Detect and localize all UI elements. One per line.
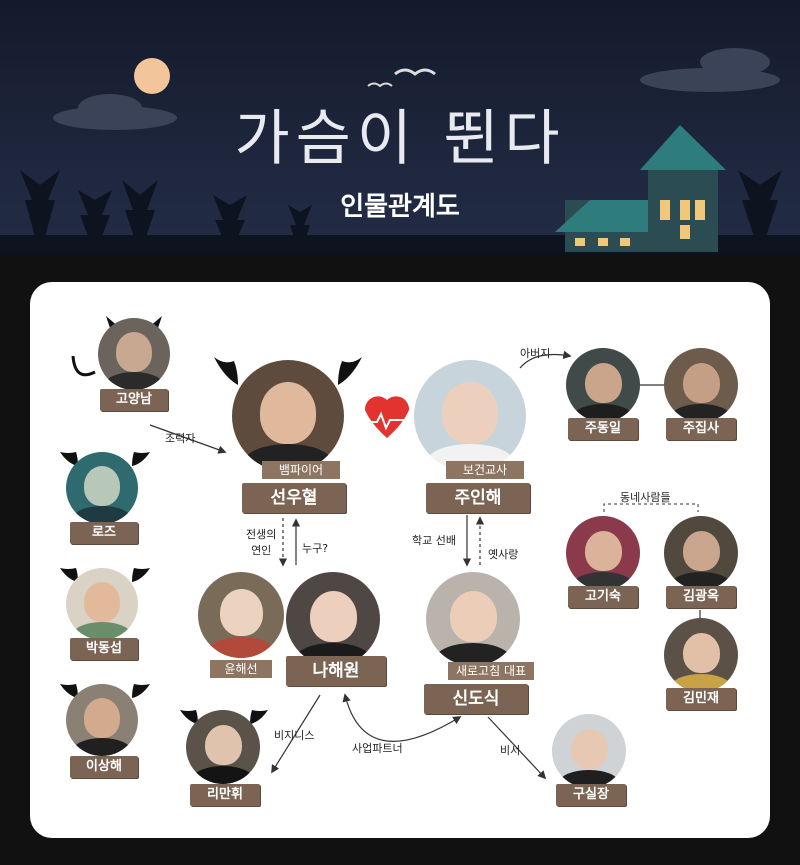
edge-partner xyxy=(342,693,462,742)
portrait-sindosik xyxy=(426,572,520,666)
name-nahaewon: 나해원 xyxy=(286,656,386,686)
portrait-gogisuk xyxy=(566,516,640,590)
name-goyangnam: 고양남 xyxy=(100,389,168,411)
portrait-gimgwangok xyxy=(664,516,738,590)
edge-secretary xyxy=(487,716,547,780)
portrait-rose xyxy=(66,452,138,524)
relation-old-love: 옛사랑 xyxy=(488,548,519,561)
relation-school-senior: 학교 선배 xyxy=(412,534,456,547)
relation-who: 누구? xyxy=(302,542,329,555)
portrait-park xyxy=(66,568,138,640)
header-banner: 가슴이 뛴다 인물관계도 xyxy=(0,0,800,255)
relation-collaborator: 조력자 xyxy=(165,432,196,445)
name-gusiljang: 구실장 xyxy=(556,784,626,806)
bat-wings-icons xyxy=(60,316,362,724)
show-title: 가슴이 뛴다 xyxy=(234,104,566,174)
heart-icon xyxy=(364,396,410,438)
relation-father: 아버지 xyxy=(520,347,551,360)
relation-neighbors: 동네사람들 xyxy=(620,491,671,504)
portrait-gimminjae xyxy=(664,618,738,692)
portrait-seonwoo xyxy=(232,360,344,472)
role-juinhae: 보건교사 xyxy=(446,461,524,479)
name-jujipsa: 주집사 xyxy=(666,418,736,440)
portrait-yunhaeseon xyxy=(198,572,284,658)
portrait-lee xyxy=(66,684,138,756)
edge-neighbors xyxy=(603,503,699,512)
relation-partner: 사업파트너 xyxy=(352,742,403,755)
name-gimgwangok: 김광옥 xyxy=(666,586,736,608)
page-subtitle: 인물관계도 xyxy=(340,192,460,222)
night-scene-illustration xyxy=(0,48,800,255)
name-gogisuk: 고기숙 xyxy=(568,586,638,608)
edge-father xyxy=(519,350,572,369)
edge-collaborator xyxy=(149,424,227,454)
role-seonwoo: 뱀파이어 xyxy=(262,461,340,479)
portrait-nahaewon xyxy=(286,572,380,666)
name-yunhaeseon: 윤해선 xyxy=(210,660,272,678)
portrait-goyangnam xyxy=(98,318,170,390)
name-sindosik: 신도식 xyxy=(424,684,528,714)
portrait-jujipsa xyxy=(664,348,738,422)
name-lee: 이상해 xyxy=(70,756,138,778)
relation-business: 비지니스 xyxy=(274,729,315,742)
relation-secretary: 비서 xyxy=(500,744,521,757)
name-seonwoo: 선우혈 xyxy=(242,483,346,513)
portrait-juinhae xyxy=(414,360,526,472)
name-park: 박동섭 xyxy=(70,638,138,660)
name-judongil: 주동일 xyxy=(568,418,638,440)
name-gimminjae: 김민재 xyxy=(666,688,736,710)
portrait-gusiljang xyxy=(552,714,626,788)
name-rose: 로즈 xyxy=(70,522,138,544)
name-juinhae: 주인해 xyxy=(426,483,530,513)
edge-business xyxy=(271,694,321,774)
name-limanhwi: 리만휘 xyxy=(190,784,260,806)
portrait-judongil xyxy=(566,348,640,422)
portrait-limanhwi xyxy=(186,710,260,784)
role-sindosik: 새로고침 대표 xyxy=(448,662,534,680)
